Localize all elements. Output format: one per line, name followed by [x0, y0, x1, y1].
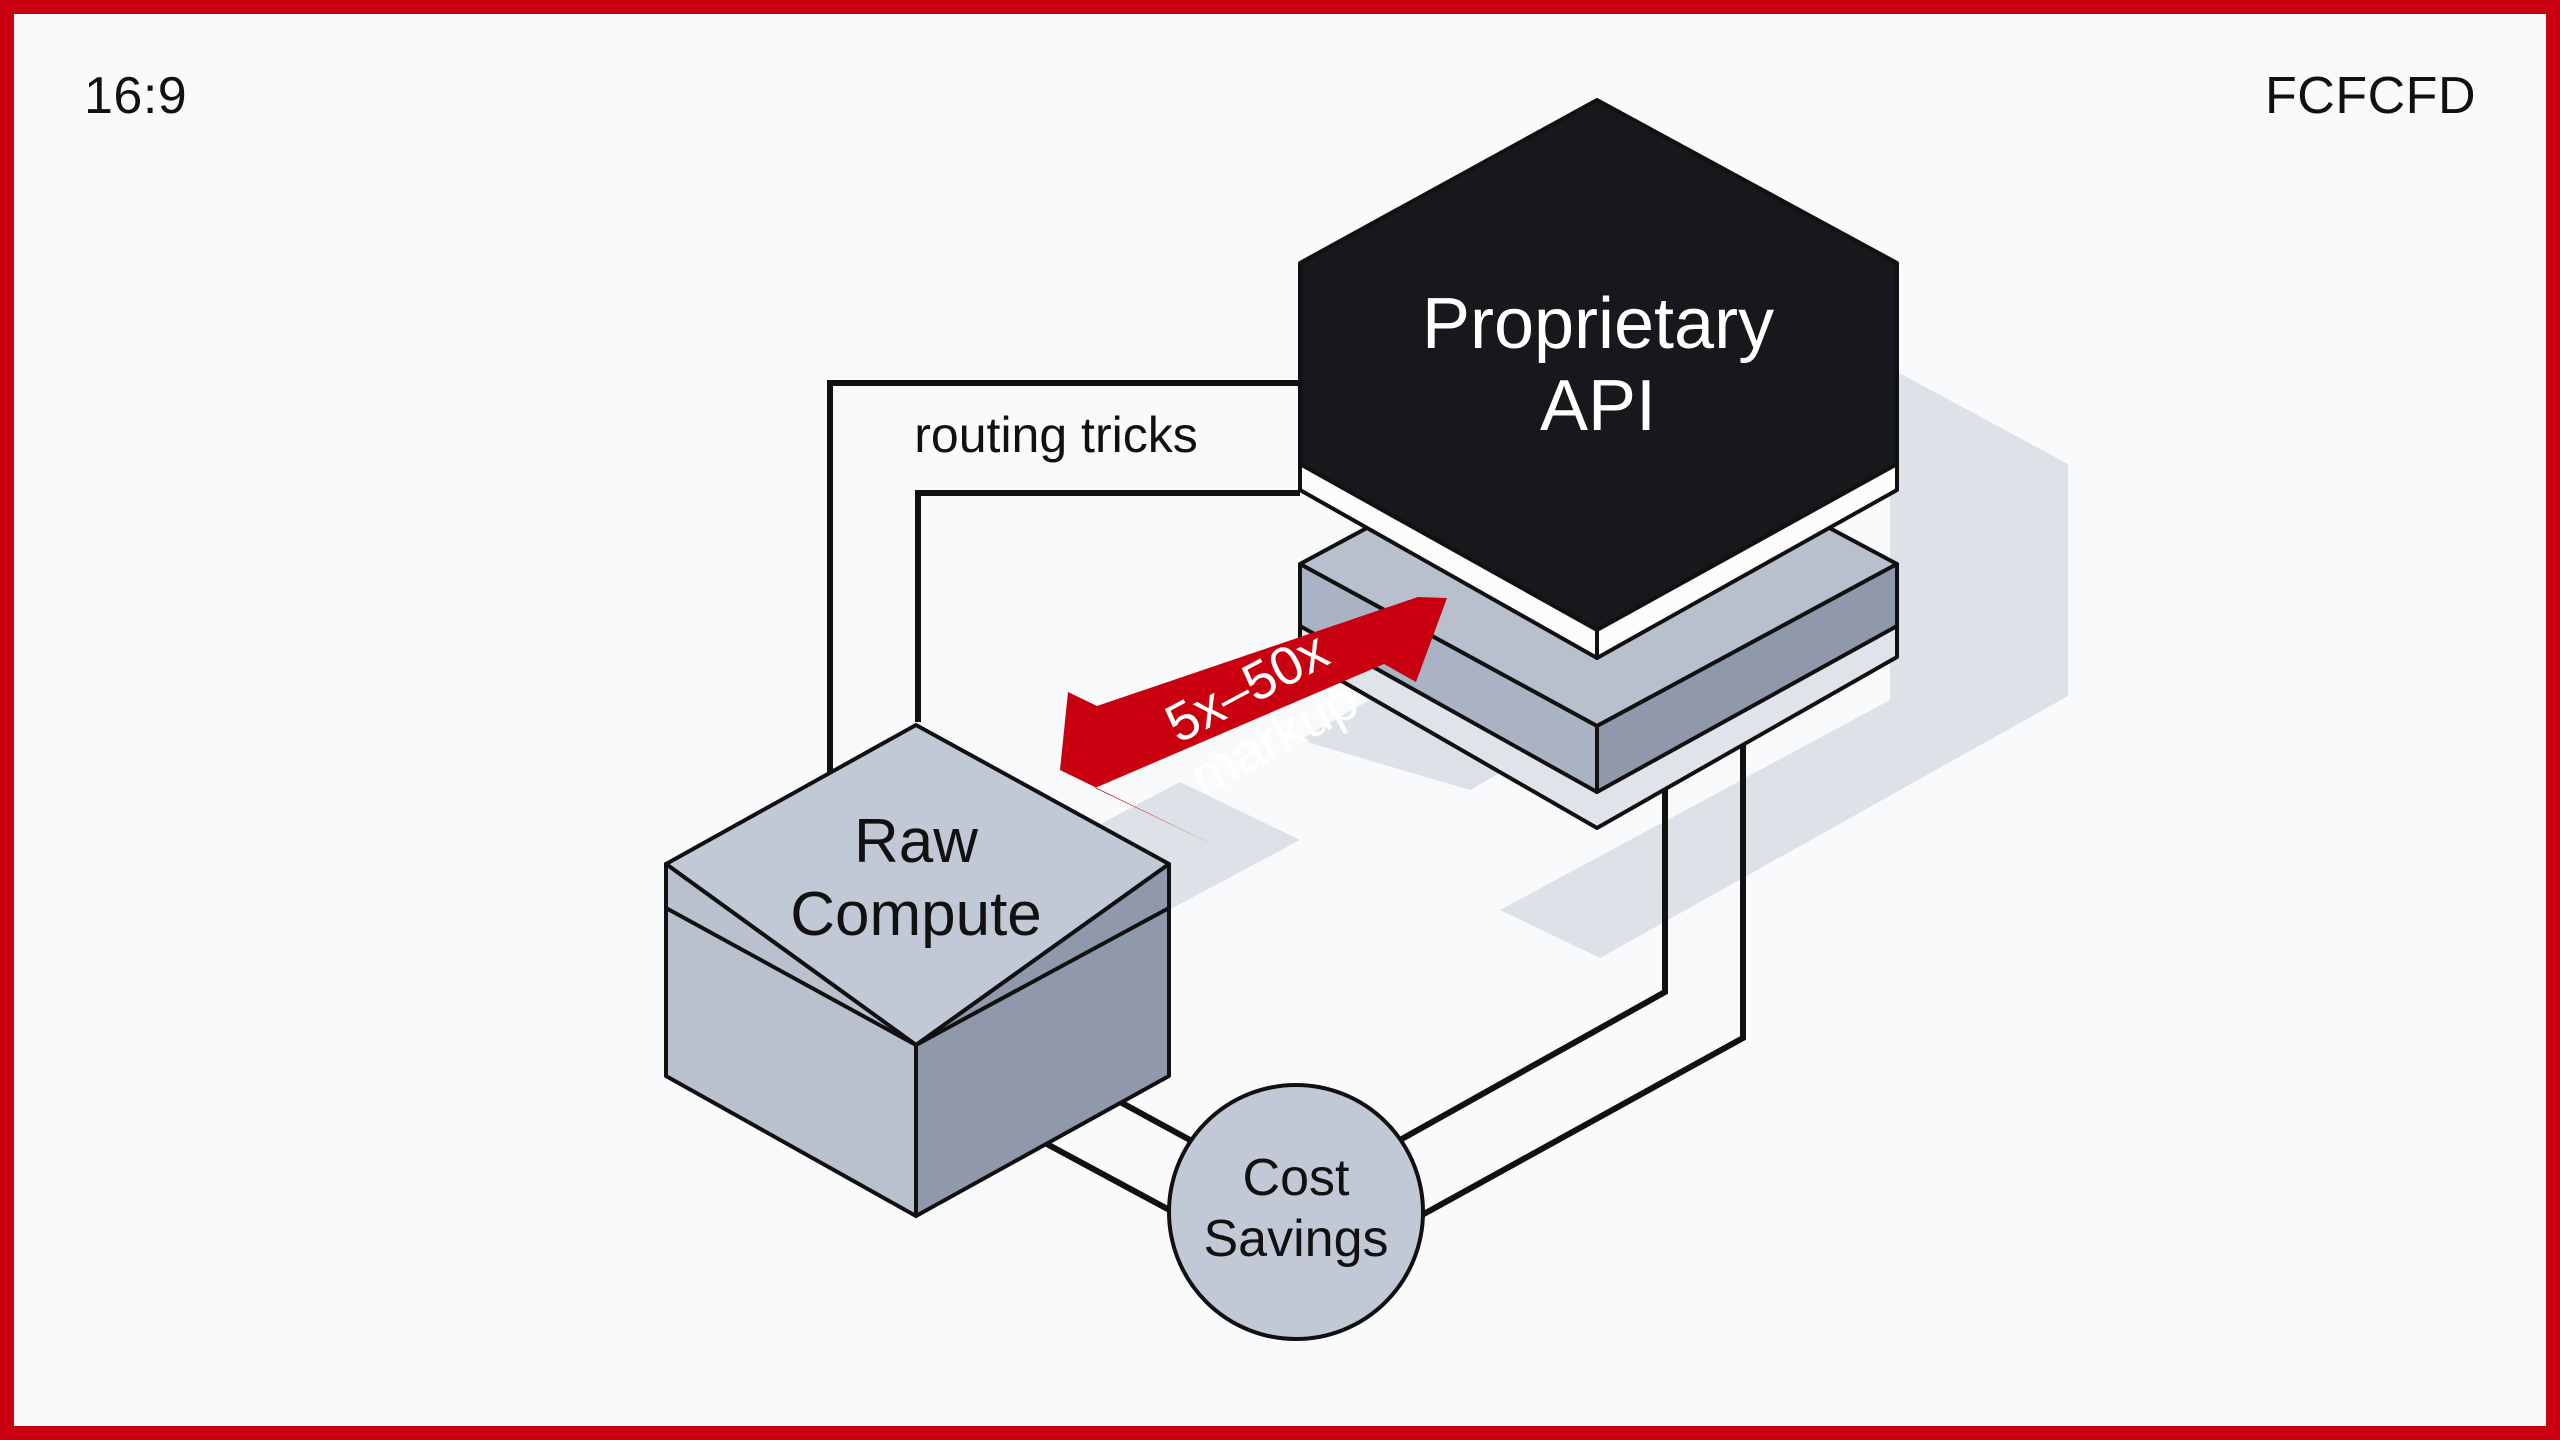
aspect-ratio-label: 16:9 — [84, 67, 188, 125]
proprietary-label-line2: API — [1540, 366, 1656, 446]
raw-compute-cube — [664, 723, 1171, 1218]
stack-to-savings-lines — [1398, 646, 1746, 1218]
proprietary-dark-block — [1298, 98, 1899, 660]
cost-savings-node: Cost Savings — [1167, 1083, 1425, 1341]
color-code-label: FCFCFD — [2265, 67, 2476, 125]
routing-tricks-label: routing tricks — [914, 407, 1197, 463]
proprietary-api-stack: Proprietary API — [1298, 98, 1899, 830]
cost-savings-label-line1: Cost — [1243, 1149, 1350, 1207]
proprietary-label-line1: Proprietary — [1422, 284, 1774, 364]
routing-connector — [827, 380, 1300, 772]
raw-compute-label-line2: Compute — [790, 880, 1042, 949]
cost-savings-label-line2: Savings — [1204, 1210, 1389, 1268]
raw-compute-label-line1: Raw — [854, 807, 978, 876]
